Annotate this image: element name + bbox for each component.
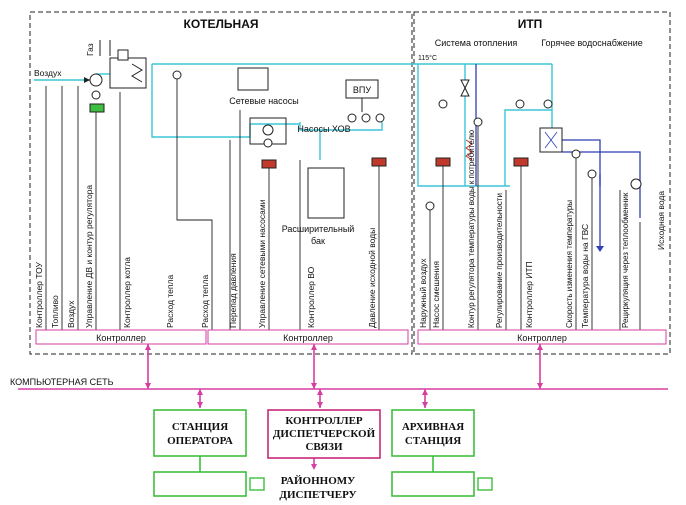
boiler-unit — [89, 40, 147, 113]
operator-peripheral — [249, 477, 265, 491]
controller-boiler-label: Контроллер — [96, 333, 146, 343]
vpu-label: ВПУ — [353, 85, 371, 95]
hvo-pump-2-icon — [361, 113, 371, 123]
pump-control-valve-icon — [261, 159, 277, 169]
signal-label-temp-regulator: Контур регулятора температуры воды к пот… — [467, 130, 476, 328]
signal-label-temp-change-rate: Скорость изменения температуры — [565, 200, 574, 328]
operator-station-line2: ОПЕРАТОРА — [167, 435, 233, 447]
signal-lines — [45, 79, 641, 330]
signal-label-mixing-pump: Насос смешения — [431, 261, 441, 328]
archive-station-line1: АРХИВНАЯ — [402, 421, 464, 433]
expansion-tank — [307, 167, 345, 219]
capacity-valve-icon — [513, 157, 529, 167]
itp-sensor-upper-icon — [543, 99, 553, 109]
dispatch-controller-line3: СВЯЗИ — [305, 441, 342, 453]
controller-itp — [417, 329, 667, 345]
damper-actuator-icon — [89, 103, 105, 113]
signal-label-pressure-drop: Перепад давления — [228, 253, 238, 328]
operator-workstation — [153, 471, 247, 497]
controller-pumps-label: Контроллер — [283, 333, 333, 343]
itp-title: ИТП — [518, 17, 543, 31]
hot-water-temp-sensor-icon — [587, 169, 597, 179]
signal-label-tou-controller: Контроллер ТОУ — [34, 261, 44, 328]
itp-flow-sensor-icon — [438, 99, 448, 109]
signal-label-air: Воздух — [66, 300, 76, 328]
network-pumps-label: Сетевые насосы — [229, 96, 299, 106]
district-dispatcher-line1: РАЙОННОМУ — [281, 475, 356, 487]
controller-itp-label: Контроллер — [517, 333, 567, 343]
operator-station-line1: СТАНЦИЯ — [172, 421, 228, 433]
boiler-room-title: КОТЕЛЬНАЯ — [184, 17, 259, 31]
signal-label-outdoor-air: Наружный воздух — [418, 258, 428, 328]
signal-label-boiler-controller: Контроллер котла — [122, 257, 132, 328]
archive-peripheral — [477, 477, 493, 491]
signal-label-dv-control: Управление ДВ и контур регулятора — [84, 185, 94, 328]
outdoor-air-sensor-icon — [425, 201, 435, 211]
temp-change-sensor-icon — [571, 149, 581, 159]
district-dispatcher-line2: ДИСПЕТЧЕРУ — [279, 489, 356, 501]
signal-label-recirculation: Рециркуляция через теплообменник — [621, 192, 630, 328]
signal-label-pump-control: Управление сетевыми насосами — [257, 199, 267, 328]
air-inlet-arrow — [84, 77, 90, 83]
hot-water-label: Горячее водоснабжение — [541, 38, 643, 48]
signal-label-heat-flow-2: Расход тепла — [200, 275, 210, 328]
archive-workstation — [391, 471, 475, 497]
heating-coil-icon — [465, 139, 473, 161]
boiler-room-frame — [29, 11, 413, 355]
air-inlet-label: Воздух — [34, 68, 62, 78]
hvo-pump-3-icon — [375, 113, 385, 123]
heating-system-label: Система отопления — [435, 38, 518, 48]
signal-label-hot-water-temp: Температура воды на ГВС — [580, 224, 590, 328]
archive-station-line2: СТАНЦИЯ — [405, 435, 461, 447]
signal-label-fuel: Топливо — [50, 295, 60, 328]
network-pumps-cabinet — [237, 67, 269, 91]
computer-network-label: КОМПЬЮТЕРНАЯ СЕТЬ — [10, 377, 114, 387]
source-water-valve-icon — [371, 157, 387, 167]
gas-label: Газ — [85, 43, 95, 56]
signal-label-capacity-control: Регулирование производительности — [495, 193, 504, 328]
network-pump-motor-icon — [263, 138, 273, 148]
operator-station — [153, 409, 247, 457]
temperature-mark: 115°C — [418, 54, 437, 62]
signal-label-itp-controller: Контроллер ИТП — [524, 261, 534, 328]
archive-station — [391, 409, 475, 457]
signal-label-vo-controller: Контроллер ВО — [306, 266, 316, 328]
signal-label-heat-flow-1: Расход тепла — [165, 275, 175, 328]
network-pump-icon — [262, 124, 274, 136]
expansion-tank-label-line1: Расширительный — [282, 224, 355, 234]
dispatch-controller-line2: ДИСПЕТЧЕРСКОЙ — [273, 428, 376, 440]
hvo-pump-1-icon — [347, 113, 357, 123]
controller-pumps — [207, 329, 409, 345]
itp-capacity-sensor-icon — [515, 99, 525, 109]
controller-boiler — [35, 329, 207, 345]
consumer-temp-sensor-icon — [473, 117, 483, 127]
recirculation-pump-icon — [630, 178, 642, 190]
expansion-tank-label-line2: бак — [311, 236, 325, 246]
dispatch-controller-line1: КОНТРОЛЛЕР — [285, 415, 363, 427]
dispatch-controller — [267, 409, 381, 459]
itp-frame — [413, 11, 671, 355]
network-arrows — [145, 344, 543, 470]
heat-flow-sensor-icon — [172, 70, 182, 80]
blower-icon — [89, 73, 103, 87]
source-water-arrow — [596, 246, 604, 252]
signal-label-source-pressure: Давление исходной воды — [367, 228, 377, 328]
hvo-pumps-label: Насосы ХОВ — [297, 124, 350, 134]
air-sensor-icon — [91, 90, 101, 100]
three-way-valve-icon — [460, 79, 470, 97]
signal-label-source-water: Исходная вода — [656, 191, 666, 250]
mixing-valve-icon — [435, 157, 451, 167]
